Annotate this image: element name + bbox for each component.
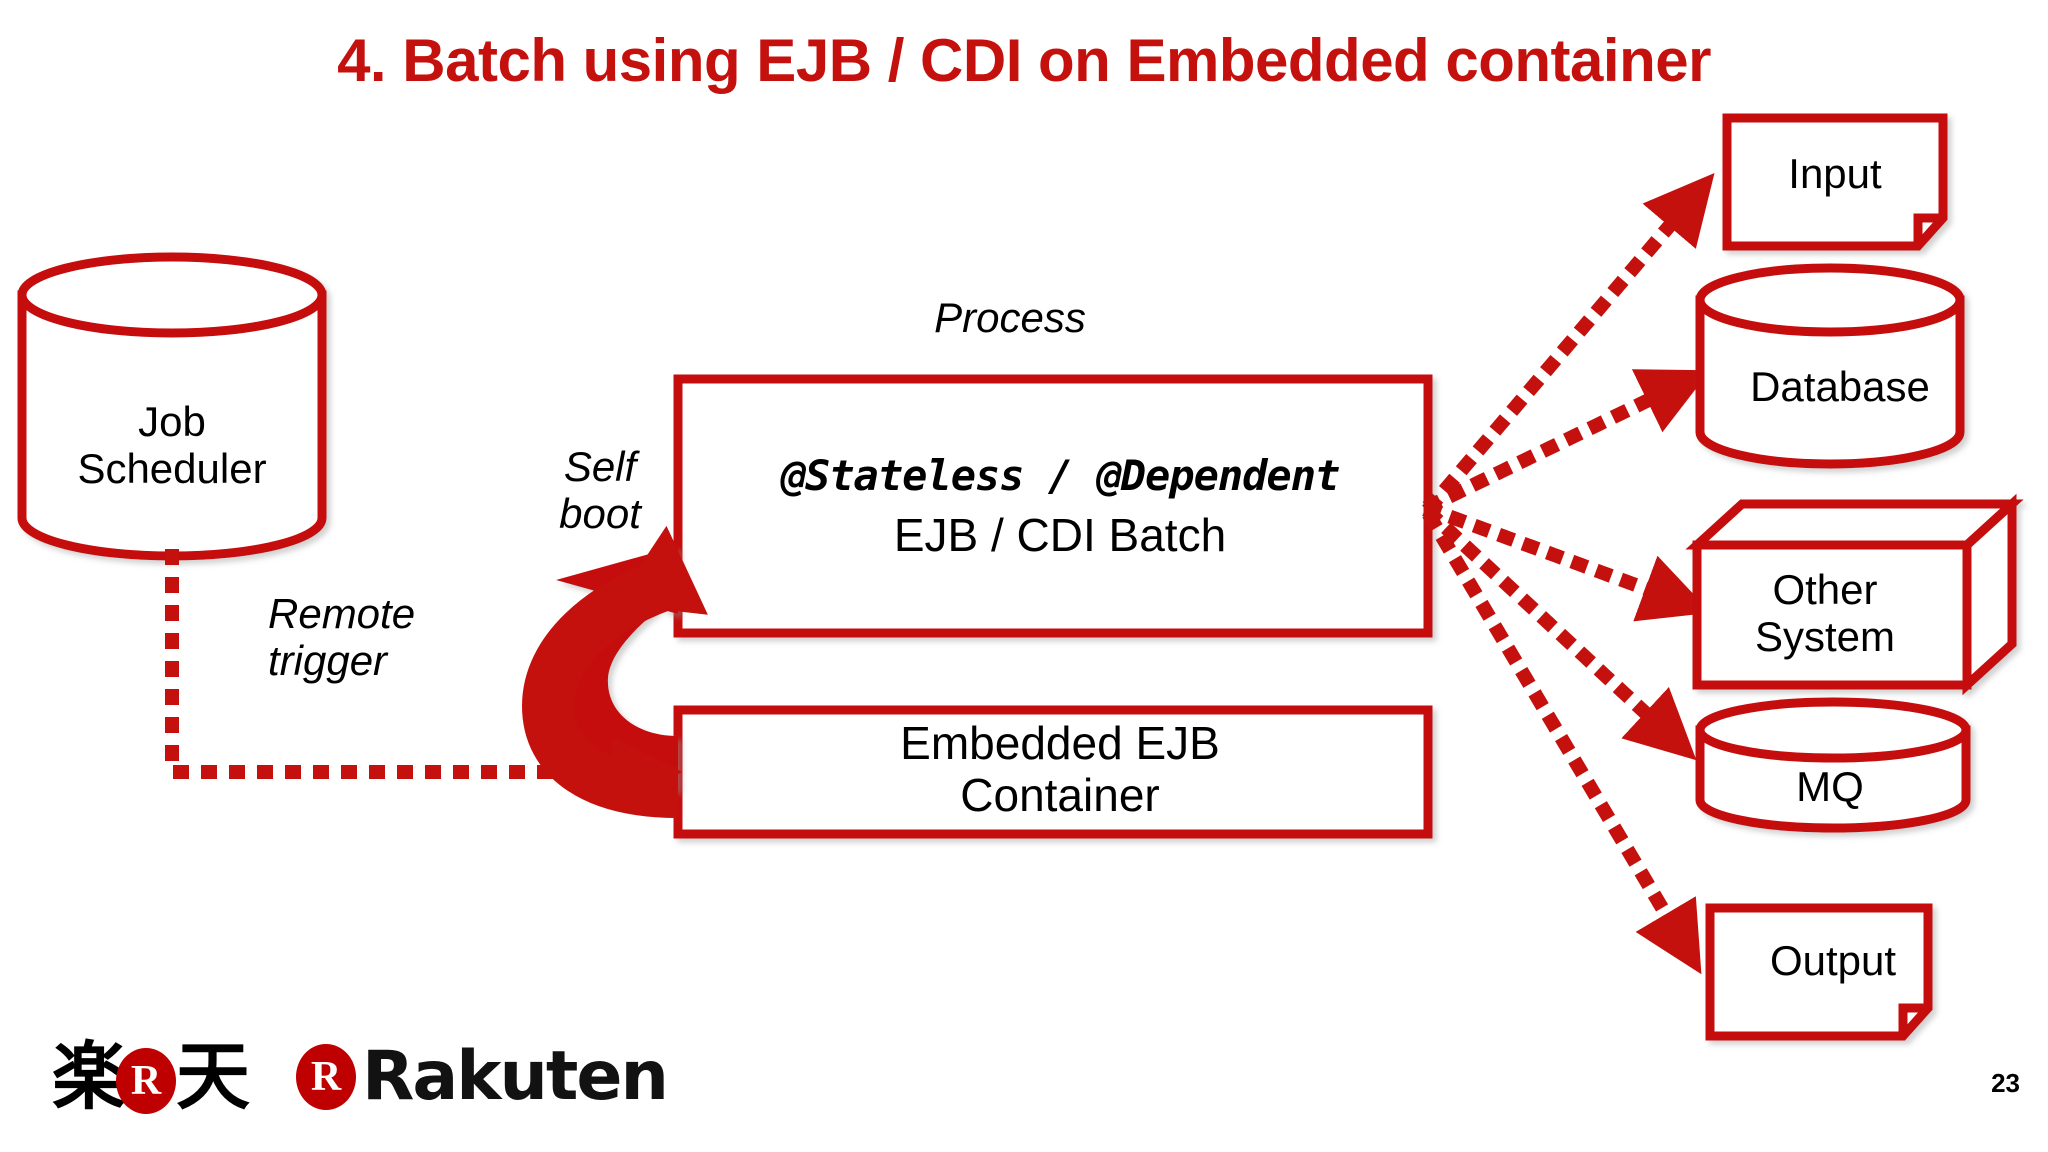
container-line-1: Embedded EJB [900, 717, 1220, 769]
self-boot-arrow-band [521, 525, 708, 818]
arrow-to-output [1422, 510, 1702, 975]
arrow-to-input [1422, 172, 1715, 515]
shape-mq [1695, 697, 1971, 833]
rakuten-r-icon: R [116, 1048, 176, 1115]
label-process-caption: Process [934, 294, 1086, 341]
label-job-scheduler: Job Scheduler [22, 398, 322, 492]
shape-process-box [673, 374, 1433, 638]
resource-arrows [1422, 172, 1715, 975]
remote-trigger-line-1: Remote [268, 590, 416, 637]
label-remote-trigger: Remote trigger [268, 590, 568, 684]
shape-input [1722, 113, 1948, 251]
rakuten-r-glyph: R [130, 1058, 162, 1105]
shape-database [1695, 263, 1965, 469]
shape-container-box [673, 705, 1433, 839]
label-annotations: @Stateless / @Dependent [780, 451, 1341, 500]
rakuten-wordmark: R Rakuten [296, 1037, 669, 1116]
remote-trigger-line-2: trigger [268, 637, 388, 685]
other-system-line-1: Other [1772, 566, 1878, 613]
label-input: Input [1788, 150, 1882, 197]
arrow-to-other-system [1423, 501, 1712, 622]
label-ejb-cdi-batch: EJB / CDI Batch [893, 509, 1227, 561]
other-system-line-2: System [1754, 613, 1896, 661]
rakuten-r-icon-2: R [296, 1044, 356, 1110]
job-scheduler-line-2: Scheduler [77, 445, 267, 493]
shape-output [1705, 903, 1933, 1041]
arrow-to-mq [1422, 505, 1697, 761]
rakuten-logo-kanji-1: 楽 [52, 1033, 126, 1120]
label-self-boot: Self boot [520, 443, 680, 537]
page-title: 4. Batch using EJB / CDI on Embedded con… [337, 27, 1711, 94]
self-boot-line-2: boot [559, 490, 641, 538]
page-number: 23 [1991, 1068, 2020, 1098]
rakuten-logo-kanji-2: 天 [176, 1033, 250, 1120]
job-scheduler-line-1: Job [138, 398, 206, 445]
label-other-system: Other System [1705, 566, 1945, 660]
self-boot-line-1: Self [563, 443, 637, 490]
rakuten-r-glyph-2: R [310, 1054, 342, 1100]
label-output: Output [1769, 937, 1897, 984]
label-mq: MQ [1796, 763, 1864, 810]
label-embedded-container: Embedded EJB Container [690, 717, 1430, 821]
arrow-to-database [1422, 369, 1711, 515]
rakuten-wordmark-text: Rakuten [362, 1037, 669, 1116]
shape-other-system [1685, 493, 2024, 696]
label-database: Database [1750, 363, 1930, 410]
container-line-2: Container [960, 768, 1160, 821]
